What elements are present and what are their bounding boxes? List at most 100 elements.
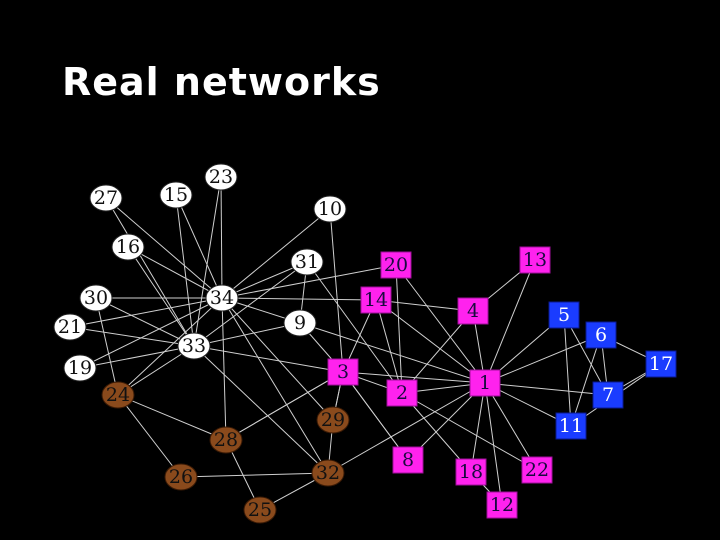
node-32-shape — [311, 459, 345, 487]
node-7-shape — [592, 381, 624, 409]
node-12-shape — [486, 491, 518, 519]
node-11-shape — [555, 412, 587, 440]
node-6-label: 6 — [595, 324, 607, 346]
node-19-label: 19 — [68, 357, 92, 379]
node-11-label: 11 — [559, 415, 583, 437]
edge-1-18 — [470, 382, 486, 473]
node-18-shape — [455, 458, 487, 486]
node-20: 20 — [380, 251, 412, 279]
edge-20-34 — [221, 264, 397, 299]
node-28-label: 28 — [214, 429, 238, 451]
edge-24-28 — [117, 394, 227, 441]
node-26-label: 26 — [169, 466, 193, 488]
node-1: 1 — [469, 369, 501, 397]
edge-1-6 — [484, 334, 602, 384]
node-33: 33 — [177, 332, 211, 360]
node-21-label: 21 — [58, 316, 82, 338]
node-9-shape — [283, 309, 317, 337]
node-4-shape — [457, 297, 489, 325]
node-22: 22 — [521, 456, 553, 484]
node-34-label: 34 — [210, 287, 234, 309]
node-15: 15 — [159, 181, 193, 209]
node-13: 13 — [519, 246, 551, 274]
node-17-shape — [645, 350, 677, 378]
node-17: 17 — [645, 350, 677, 378]
node-8-label: 8 — [402, 449, 414, 471]
node-14-label: 14 — [364, 289, 388, 311]
node-18-label: 18 — [459, 461, 483, 483]
edge-19-34 — [79, 297, 223, 369]
edge-9-1 — [299, 322, 486, 384]
edge-10-34 — [221, 208, 331, 299]
node-5: 5 — [548, 301, 580, 329]
node-5-label: 5 — [558, 304, 570, 326]
node-3: 3 — [327, 358, 359, 386]
node-3-shape — [327, 358, 359, 386]
edge-10-3 — [329, 208, 344, 373]
edge-1-7 — [484, 382, 609, 396]
edge-2-4 — [401, 310, 474, 394]
node-8-shape — [392, 446, 424, 474]
node-2: 2 — [386, 379, 418, 407]
node-18: 18 — [455, 458, 487, 486]
edge-8-3 — [342, 371, 409, 461]
node-10-shape — [313, 195, 347, 223]
node-29: 29 — [316, 406, 350, 434]
node-27-shape — [89, 184, 123, 212]
node-31: 31 — [290, 248, 324, 276]
node-11: 11 — [555, 412, 587, 440]
node-25: 25 — [243, 496, 277, 524]
edge-14-34 — [221, 297, 377, 301]
node-14-shape — [360, 286, 392, 314]
edge-20-1 — [395, 264, 486, 384]
node-12: 12 — [486, 491, 518, 519]
node-16: 16 — [111, 233, 145, 261]
edge-16-34 — [127, 246, 223, 299]
node-23-label: 23 — [209, 166, 233, 188]
edge-32-1 — [327, 382, 486, 474]
edge-28-34 — [221, 297, 227, 441]
node-28-shape — [209, 426, 243, 454]
node-28: 28 — [209, 426, 243, 454]
node-8: 8 — [392, 446, 424, 474]
node-10: 10 — [313, 195, 347, 223]
node-1-shape — [469, 369, 501, 397]
node-30: 30 — [79, 284, 113, 312]
node-2-shape — [386, 379, 418, 407]
node-13-label: 13 — [523, 249, 547, 271]
node-19: 19 — [63, 354, 97, 382]
edge-15-34 — [175, 194, 223, 299]
edge-24-26 — [117, 394, 182, 478]
node-22-shape — [521, 456, 553, 484]
node-17-label: 17 — [649, 353, 673, 375]
node-27-label: 27 — [94, 187, 118, 209]
node-9: 9 — [283, 309, 317, 337]
node-24-shape — [101, 381, 135, 409]
edge-16-33 — [127, 246, 195, 347]
edge-24-34 — [117, 297, 223, 396]
edge-32-33 — [193, 345, 329, 474]
node-7: 7 — [592, 381, 624, 409]
edge-13-1 — [484, 259, 536, 384]
slide-title: Real networks — [62, 60, 381, 104]
node-3-label: 3 — [337, 361, 349, 383]
edge-32-34 — [221, 297, 329, 474]
node-6-shape — [585, 321, 617, 349]
node-29-shape — [316, 406, 350, 434]
node-12-label: 12 — [490, 494, 514, 516]
node-27: 27 — [89, 184, 123, 212]
edge-9-33 — [193, 322, 301, 347]
edge-14-1 — [375, 299, 486, 384]
edge-27-34 — [105, 197, 223, 299]
node-29-label: 29 — [321, 409, 345, 431]
edge-2-22 — [401, 392, 538, 471]
node-6: 6 — [585, 321, 617, 349]
edge-1-12 — [484, 382, 503, 506]
edge-21-34 — [69, 297, 223, 328]
node-21: 21 — [53, 313, 87, 341]
edge-27-33 — [105, 197, 195, 347]
node-32: 32 — [311, 459, 345, 487]
